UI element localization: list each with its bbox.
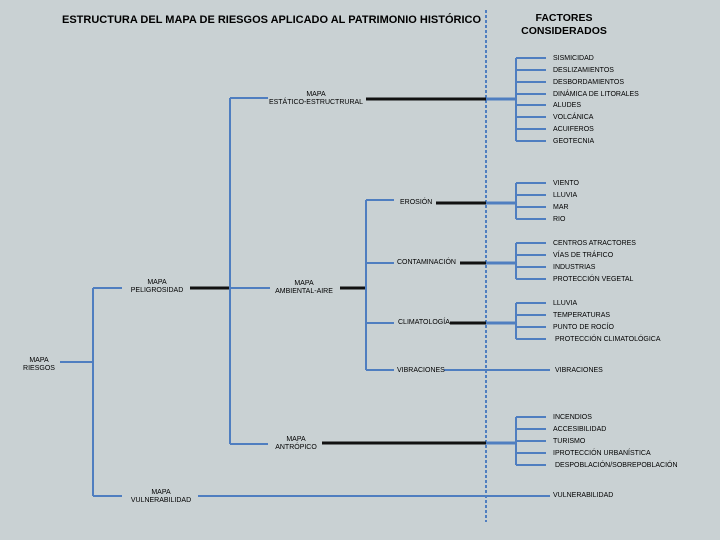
factor-label: CENTROS ATRACTORES [553, 240, 636, 247]
connector-lines [60, 10, 550, 522]
factor-label: DESLIZAMIENTOS [553, 67, 614, 74]
factor-label: LLUVIA [553, 192, 578, 199]
factor-label: SISMICIDAD [553, 55, 594, 62]
node-climatologia: CLIMATOLOGÍA [398, 319, 450, 326]
factor-label: TEMPERATURAS [553, 312, 611, 319]
factor-label: INCENDIOS [553, 414, 592, 421]
factor-label: RIO [553, 216, 566, 223]
factor-label: ACUIFEROS [553, 126, 594, 133]
factor-label: VÍAS DE TRÁFICO [553, 252, 614, 259]
factor-label: VIENTO [553, 180, 579, 187]
factor-label: IPROTECCIÓN URBANÍSTICA [553, 450, 651, 457]
diagram-title: ESTRUCTURA DEL MAPA DE RIESGOS APLICADO … [62, 14, 482, 26]
factor-label: INDUSTRIAS [553, 264, 596, 271]
factor-label: GEOTECNIA [553, 138, 595, 145]
factor-label: LLUVIA [553, 300, 578, 307]
factor-label: DESBORDAMIENTOS [553, 79, 625, 86]
node-erosion: EROSIÓN [400, 199, 433, 206]
node-vibraciones: VIBRACIONES [397, 367, 445, 374]
node-contaminacion: CONTAMINACIÓN [397, 259, 456, 266]
factor-label: ACCESIBILIDAD [553, 426, 607, 433]
factor-label: VOLCÁNICA [553, 114, 594, 121]
factor-label: ALUDES [553, 102, 582, 109]
factor-label: VIBRACIONES [555, 367, 603, 374]
factor-label: PROTECCIÓN CLIMATOLÓGICA [555, 336, 661, 343]
factor-label: PUNTO DE ROCÍO [553, 324, 614, 331]
factor-label: DESPOBLACIÓN/SOBREPOBLACIÓN [555, 462, 678, 469]
factors-title: FACTORES CONSIDERADOS [521, 12, 607, 37]
factor-label: VULNERABILIDAD [553, 492, 614, 499]
factor-label: DINÁMICA DE LITORALES [553, 91, 639, 98]
factor-label: PROTECCIÓN VEGETAL [553, 276, 634, 283]
factor-label: TURISMO [553, 438, 586, 445]
factor-label: MAR [553, 204, 569, 211]
